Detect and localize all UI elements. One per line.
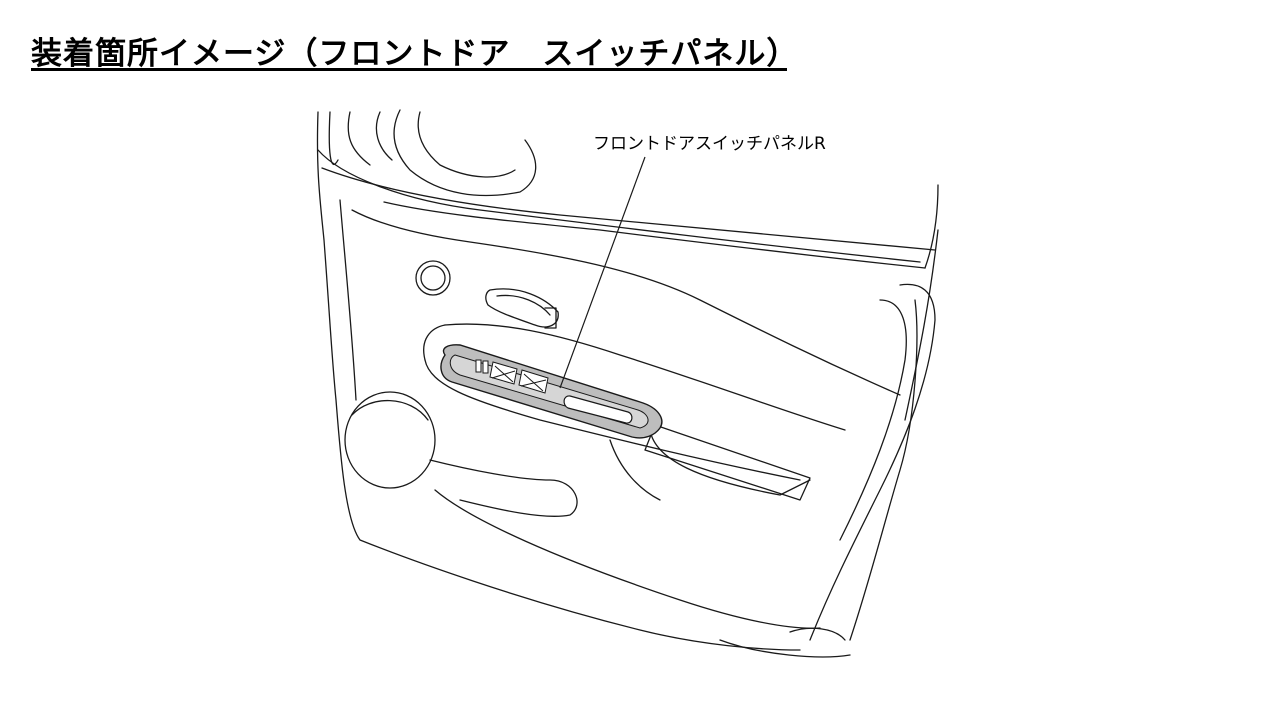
door-frame bbox=[316, 109, 936, 651]
leader-line bbox=[559, 156, 646, 389]
page-title: 装着箇所イメージ（フロントドア スイッチパネル） bbox=[31, 36, 799, 72]
armrest bbox=[423, 323, 846, 501]
door-pocket bbox=[434, 489, 851, 658]
switch-panel bbox=[440, 344, 663, 439]
title-underline bbox=[31, 68, 787, 71]
speaker bbox=[344, 391, 578, 517]
door-handle bbox=[485, 288, 559, 329]
lock-knob bbox=[415, 260, 451, 296]
door-trim bbox=[339, 184, 939, 641]
callout-label: フロントドアスイッチパネルR bbox=[593, 134, 826, 154]
